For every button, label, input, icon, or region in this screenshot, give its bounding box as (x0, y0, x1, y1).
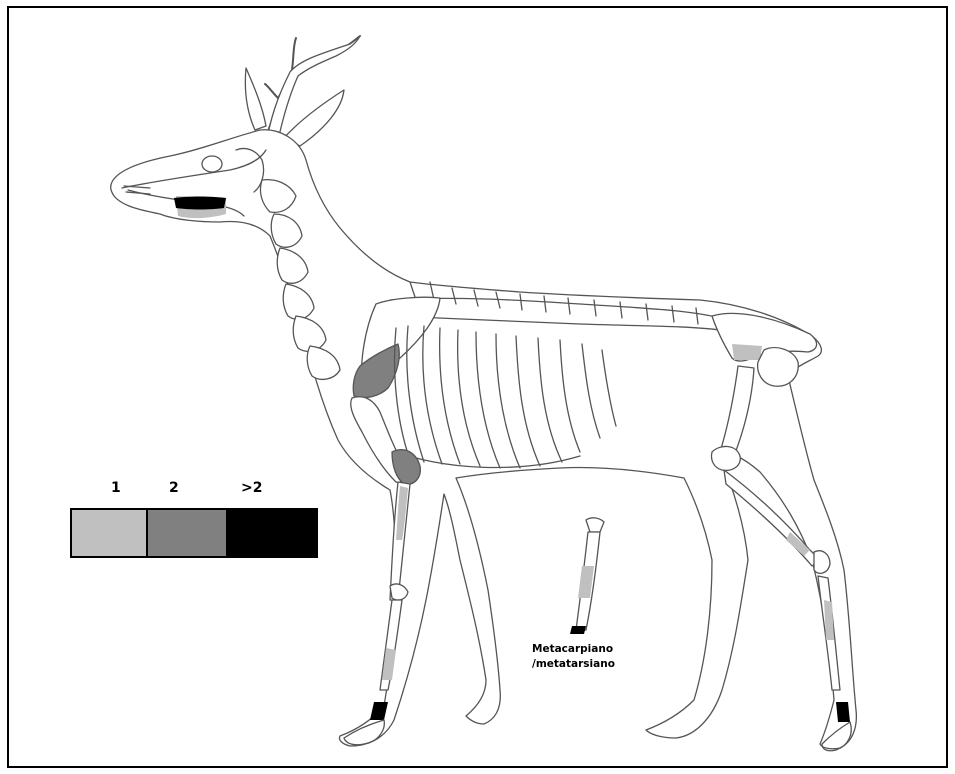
legend-swatch-2 (146, 508, 228, 558)
legend-label-1: 1 (111, 480, 121, 496)
femur-head (758, 348, 799, 387)
caption-line-1: Metacarpiano (532, 642, 615, 657)
metapodial-bone-detail (570, 518, 604, 634)
mandible-teeth-dark (174, 197, 226, 210)
legend-swatch-1 (70, 508, 148, 558)
stifle (711, 446, 740, 470)
legend-swatch-3 (226, 508, 318, 558)
legend-label-3: >2 (241, 480, 262, 496)
metapodial-caption: Metacarpiano /metatarsiano (532, 642, 615, 672)
pelvis-acetabulum-light (732, 344, 762, 360)
caption-line-2: /metatarsiano (532, 657, 615, 672)
phalanx-hind-dark (836, 702, 850, 722)
legend-label-2: 2 (169, 480, 179, 496)
